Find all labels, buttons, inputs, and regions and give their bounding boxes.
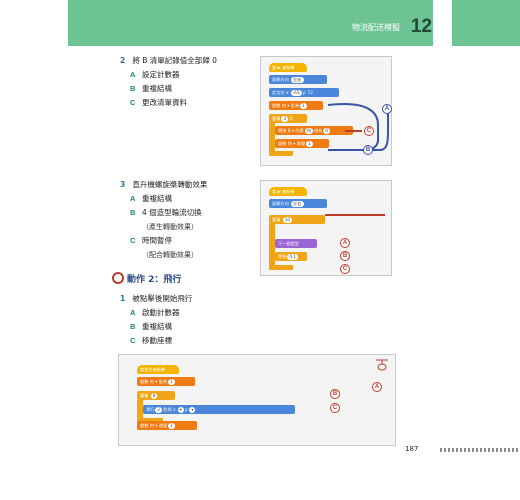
item-label: 重複結構 [142,194,172,203]
next-costume-block: 下一個造型 [275,239,317,248]
list-item: A 啟動計數器 [130,306,180,320]
repeat-foot [269,151,293,156]
step-1-heading: 1 被點擊後開始飛行 [120,292,192,306]
hat-block: 當角色被點擊 [137,365,179,374]
hat-block: 當 ▶ 被點擊 [269,63,307,72]
step-3-heading: 3 直升機螺旋槳轉動效果 [120,178,207,192]
list-item: C 移動座標 [130,334,172,348]
footer-dots [440,448,520,452]
action-2-heading: 動作 2：飛行 [112,272,181,285]
hat-block: 當 ▶ 被點擊 [269,187,307,196]
list-item: C 更改清單資料 [130,96,187,110]
repeat-arm [137,400,143,422]
item-label: 更改清單資料 [142,98,187,107]
item-letter: A [130,194,136,203]
face-block: 面朝方向 左右 [269,75,327,84]
badge-c3: C [330,403,340,413]
step-text: 直升機螺旋槳轉動效果 [132,180,208,189]
item-label: 4 個造型輪流切換 [142,208,202,217]
list-item: B 4 個造型輪流切換 [130,206,202,220]
item-label: 移動座標 [142,336,172,345]
chapter-number: 12 [410,16,432,37]
face-block: 面朝方向 左右 [269,199,327,208]
item-label: 重複結構 [142,84,172,93]
badge-b2: B [340,251,350,261]
highlight-line [325,214,385,216]
item-letter: B [130,84,136,93]
item-note: （配合轉動效果） [142,251,198,259]
item-letter: A [130,70,136,79]
item-label: 時間暫停 [142,236,172,245]
page-header: 物流配送模擬 12 [68,0,520,46]
badge-a2: A [340,238,350,248]
step-text: 被點擊後開始飛行 [132,294,193,303]
repeat-arm [269,224,275,268]
item-letter: C [130,236,136,245]
badge-b3: B [330,389,340,399]
action-label: 動作 2：飛行 [127,275,182,285]
repeat-foot [137,418,163,423]
arrow-b [328,113,389,151]
item-label: 重複結構 [142,322,172,331]
step-2-heading: 2 將 B 清單記錄值全部歸 0 [120,54,217,68]
page-number: 187 [405,445,419,453]
item-letter: C [130,98,136,107]
action-icon [112,272,124,284]
item-letter: A [130,308,136,317]
step-number: 1 [120,294,126,303]
item-letter: C [130,336,136,345]
repeat-block: 重複 10 [269,215,325,224]
chapter-title: 物流配送模擬 [352,23,400,32]
item-letter: B [130,322,136,331]
chapter-tab [433,0,452,46]
item-label: 設定計數器 [142,70,180,79]
step-text: 將 B 清單記錄值全部歸 0 [132,56,217,65]
step-number: 3 [120,180,126,189]
badge-b: B [363,145,373,155]
item-label: 啟動計數器 [142,308,180,317]
item-letter: B [130,208,136,217]
badge-c: C [364,126,374,136]
list-item: B 重複結構 [130,320,172,334]
list-item: B 重複結構 [130,82,172,96]
helicopter-icon [375,357,389,375]
list-item: A 設定計數器 [130,68,180,82]
list-item: C 時間暫停 [130,234,172,248]
repeat-block: 重複 8 [137,391,175,400]
repeat-arm [269,123,275,153]
item-note: （產生轉動效果） [142,223,198,231]
badge-c2: C [340,264,350,274]
badge-a3: A [372,382,382,392]
list-item: A 重複結構 [130,192,172,206]
repeat-foot [269,265,293,270]
step-number: 2 [120,56,126,65]
badge-a: A [382,104,392,114]
